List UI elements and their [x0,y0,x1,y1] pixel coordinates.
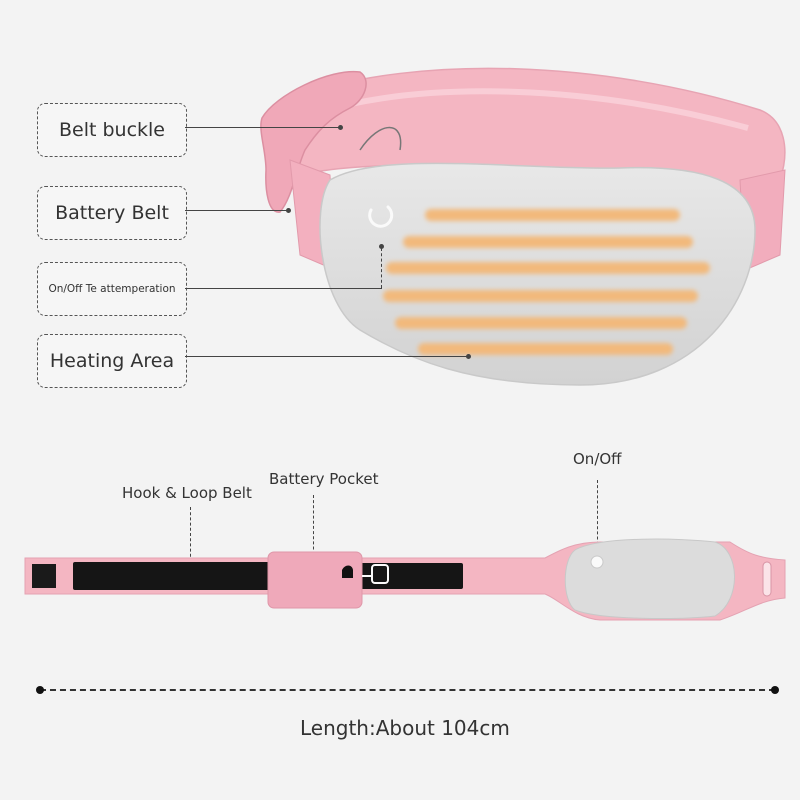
on-off-button-icon [590,555,604,569]
leader-dot-heating-area [466,354,471,359]
length-end-left [36,686,44,694]
callout-battery-belt-label: Battery Belt [55,202,169,224]
leader-belt-buckle [185,127,340,128]
leader-battery-belt [185,210,288,211]
product-illustration-flat [0,520,800,630]
callout-heating-area-label: Heating Area [49,350,175,372]
label-on-off: On/Off [573,450,622,468]
leader-dot-on-off-temperature [379,244,384,249]
heating-strips [383,209,710,355]
leader-dot-belt-buckle [338,125,343,130]
leader-dot-battery-belt [286,208,291,213]
power-icon [368,205,394,228]
flat-belt-graphic [24,538,786,621]
label-hook-loop-belt: Hook & Loop Belt [122,484,252,502]
battery-pocket-shape [267,551,363,609]
callout-belt-buckle: Belt buckle [37,103,187,157]
belt-buckle-shape [260,70,367,213]
callout-on-off-temperature: On/Off Te attemperation [37,262,187,316]
leader-on-off-temperature-h [185,288,382,289]
flat-heating-pad [564,538,735,619]
callout-belt-buckle-label: Belt buckle [58,119,165,141]
product-illustration-top [260,67,786,386]
leader-heating-area [185,356,468,357]
leader-battery-pocket [313,495,314,565]
length-label: Length:About 104cm [300,716,510,740]
hook-loop-tab [32,564,56,588]
label-battery-pocket: Battery Pocket [269,470,379,488]
leader-on-off [597,480,598,560]
length-end-right [771,686,779,694]
callout-battery-belt: Battery Belt [37,186,187,240]
callout-on-off-temperature-label: On/Off Te attemperation [48,283,176,295]
length-dimension-line [40,689,775,691]
leader-hook-loop-belt [190,507,191,562]
hook-loop-strip [73,562,273,590]
waist-belt-graphic [260,67,786,386]
callout-heating-area: Heating Area [37,334,187,388]
leader-on-off-temperature-v [381,248,382,288]
